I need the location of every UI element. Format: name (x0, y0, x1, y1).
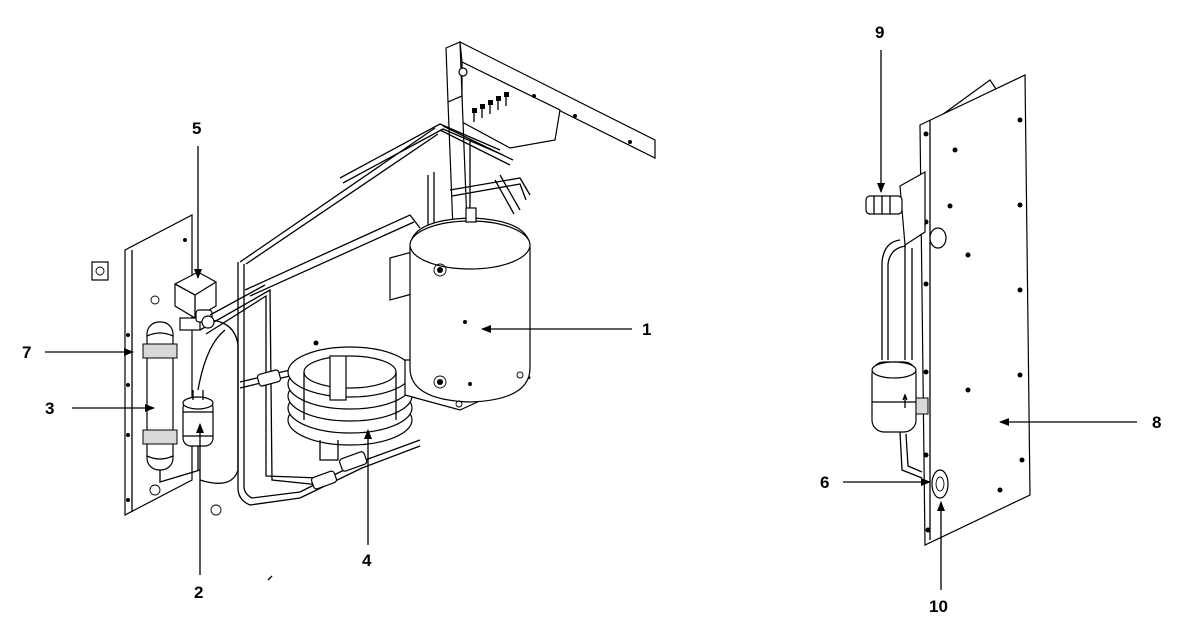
panel-port (931, 469, 949, 499)
callout-label-3: 3 (45, 399, 54, 418)
callout-5: 5 (192, 119, 202, 279)
right-assembly (865, 74, 1031, 546)
callout-10: 10 (929, 501, 948, 616)
receiver-tank (142, 321, 201, 483)
callouts: 1 2 3 4 5 6 7 8 (22, 23, 1161, 616)
callout-6: 6 (820, 473, 931, 492)
callout-label-5: 5 (192, 119, 201, 138)
sight-glass (929, 227, 947, 249)
callout-8: 8 (999, 413, 1161, 432)
callout-2: 2 (194, 423, 204, 602)
refrigerant-tubing (199, 123, 531, 506)
callout-label-7: 7 (22, 343, 31, 362)
filter-drier-right (871, 361, 929, 433)
callout-label-2: 2 (194, 583, 203, 602)
condenser-coil (287, 340, 413, 461)
callout-label-8: 8 (1152, 413, 1161, 432)
callout-3: 3 (45, 399, 155, 418)
left-assembly (91, 40, 656, 581)
grommet (210, 504, 222, 516)
callout-4: 4 (362, 429, 372, 570)
callout-label-10: 10 (929, 597, 948, 616)
screw-mark (267, 575, 273, 581)
callout-label-4: 4 (362, 551, 372, 570)
callout-label-6: 6 (820, 473, 829, 492)
solenoid-valve (174, 271, 266, 331)
callout-7: 7 (22, 343, 134, 362)
callout-1: 1 (481, 320, 651, 339)
mounting-plate (91, 214, 193, 516)
callout-label-1: 1 (642, 320, 651, 339)
callout-label-9: 9 (875, 23, 884, 42)
compressor (389, 207, 531, 411)
service-fitting (865, 195, 903, 215)
callout-9: 9 (875, 23, 885, 193)
